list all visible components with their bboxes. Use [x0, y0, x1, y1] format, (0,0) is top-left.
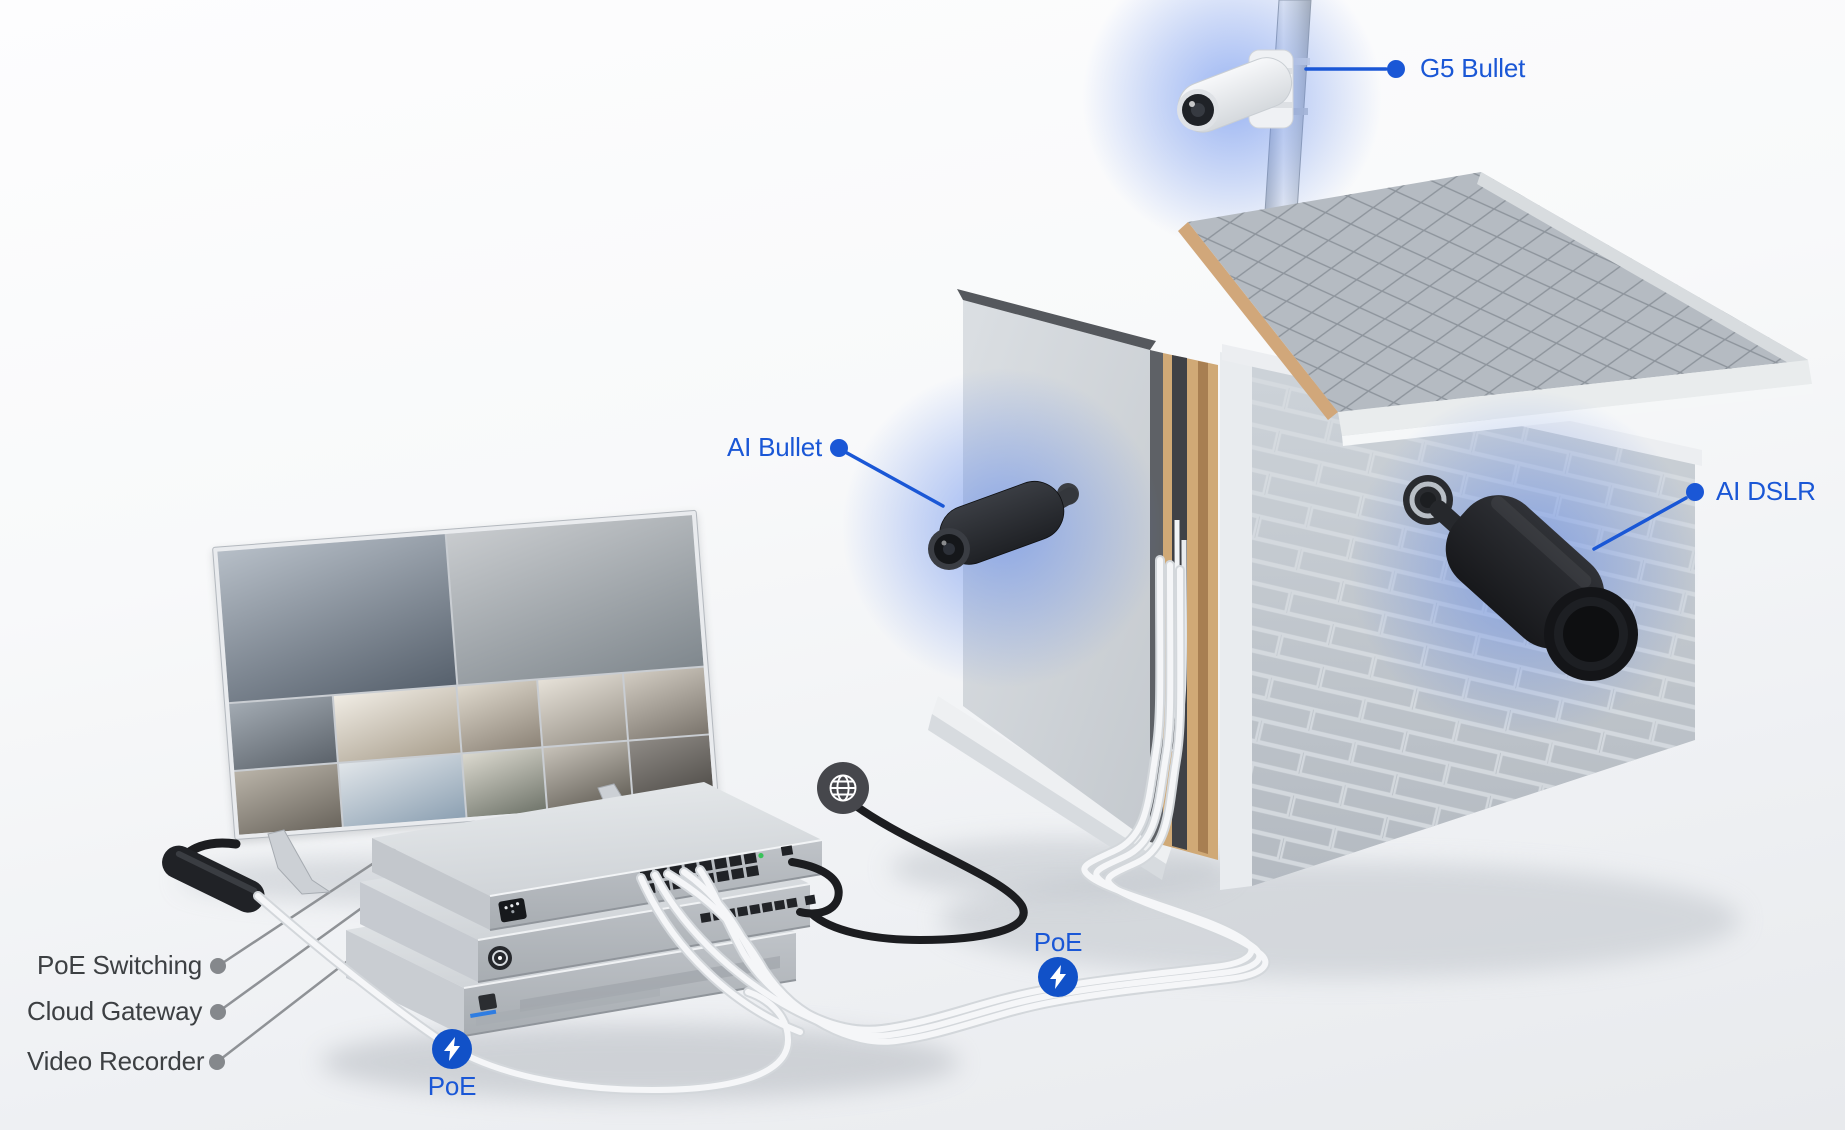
monitor-adapter [162, 838, 265, 913]
device-leader-dots [209, 958, 226, 1070]
stack-shadow [320, 1024, 960, 1100]
ai-dslr-camera [1403, 475, 1638, 681]
lightning-bolt-icon [1050, 965, 1066, 989]
white-cables [255, 557, 1269, 1094]
label-poe-monitor: PoE [427, 1071, 477, 1101]
poe-badge-wall [1038, 957, 1078, 997]
globe-icon [817, 762, 869, 814]
internet-cable [788, 802, 1028, 945]
camera-leader-lines [845, 67, 1688, 551]
label-ai-bullet: AI Bullet [726, 432, 822, 462]
g5-glow [1082, 0, 1382, 248]
camera-leader-dots [830, 60, 1704, 501]
ai-bullet-camera [928, 481, 1079, 570]
shingle-roof [1178, 172, 1813, 446]
label-g5-bullet: G5 Bullet [1420, 53, 1526, 83]
label-poe-switching: PoE Switching [36, 950, 202, 980]
label-ai-dslr: AI DSLR [1716, 476, 1816, 506]
label-video-recorder: Video Recorder [27, 1046, 205, 1076]
lightning-bolt-icon [444, 1037, 460, 1061]
label-cloud-gateway: Cloud Gateway [27, 996, 203, 1026]
g5-bullet-camera [1177, 49, 1294, 133]
poe-badge-monitor [432, 1029, 472, 1069]
label-poe-wall: PoE [1033, 927, 1083, 957]
